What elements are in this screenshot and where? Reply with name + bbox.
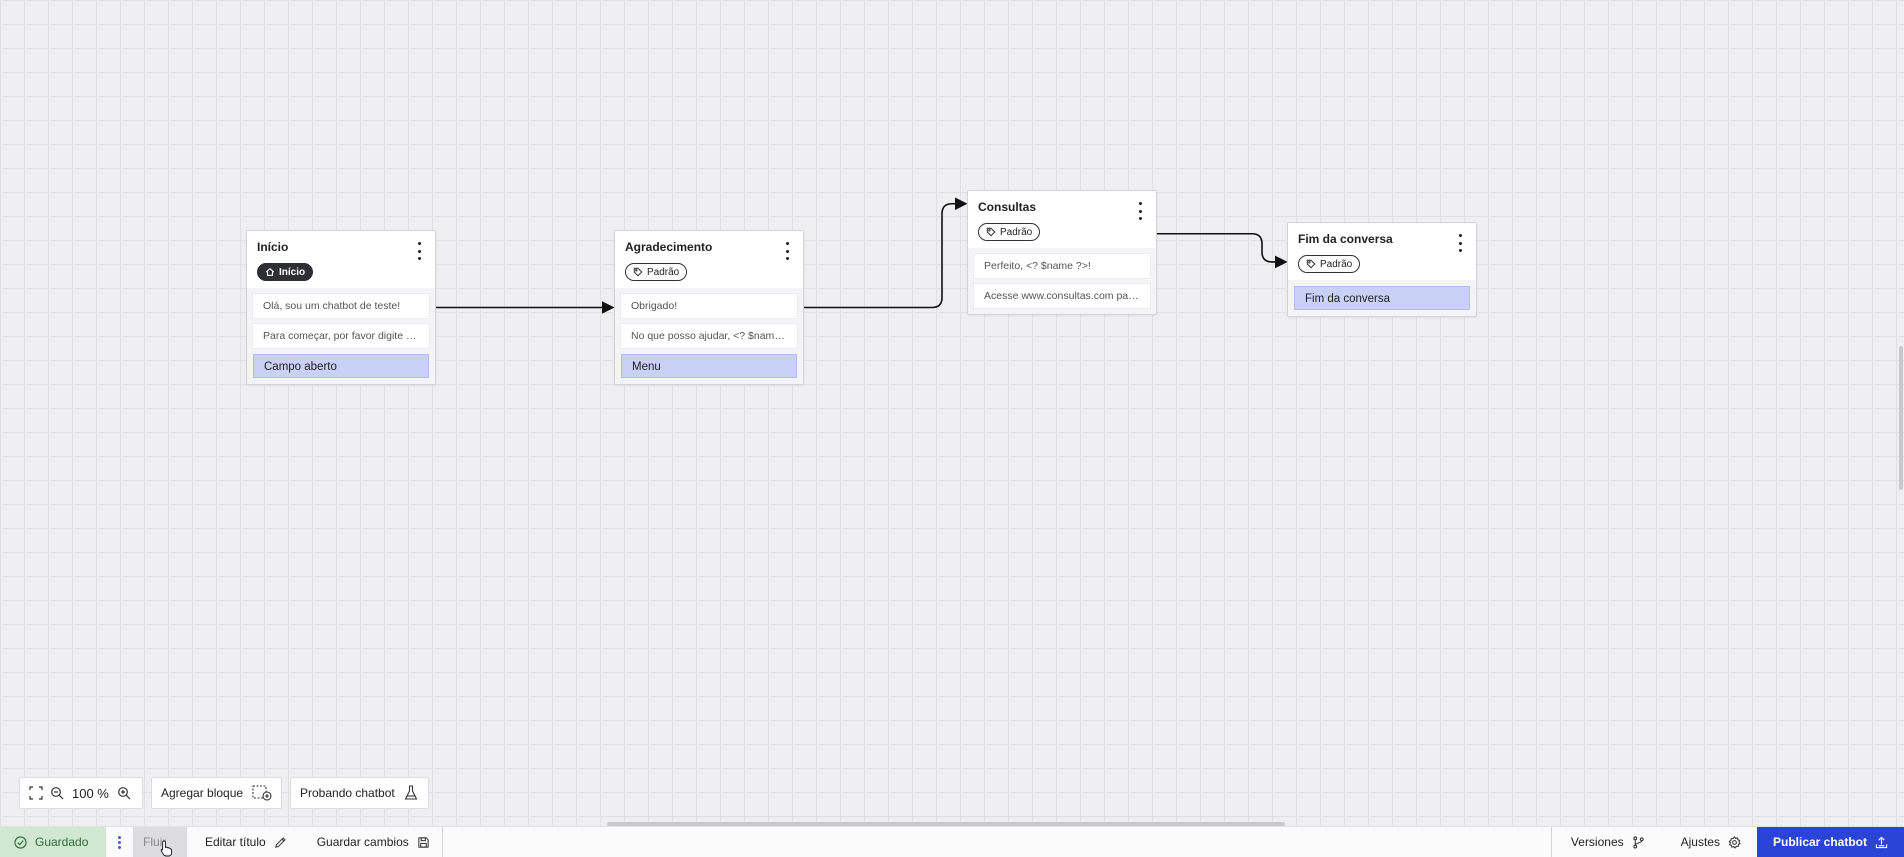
- block-title: Agradecimento: [625, 240, 713, 254]
- block-tag: Padrão: [625, 263, 688, 281]
- add-block-icon: [252, 785, 272, 801]
- flow-block-fim-da-conversa[interactable]: Fim da conversa Padrão Fim da conversa: [1287, 222, 1477, 317]
- block-menu-button[interactable]: [1134, 202, 1146, 220]
- block-action[interactable]: Menu: [621, 354, 797, 378]
- zoom-level: 100 %: [72, 785, 109, 801]
- branch-icon: [1632, 835, 1644, 849]
- tag-icon: [986, 227, 996, 237]
- flow-block-inicio[interactable]: Início Início Olá, sou um chatbot de tes…: [246, 230, 436, 385]
- block-header: Fim da conversa Padrão: [1288, 223, 1476, 280]
- block-action[interactable]: Campo aberto: [253, 354, 429, 378]
- settings-button[interactable]: Ajustes: [1665, 827, 1757, 857]
- block-tag: Padrão: [978, 223, 1041, 241]
- save-status: Guardado: [0, 827, 106, 857]
- block-tag: Padrão: [1298, 255, 1361, 273]
- block-menu-button[interactable]: [1454, 234, 1466, 252]
- flow-block-consultas[interactable]: Consultas Padrão Perfeito, <? $name ?>! …: [967, 190, 1157, 315]
- publish-chatbot-button[interactable]: Publicar chatbot: [1756, 827, 1904, 857]
- pencil-icon: [274, 836, 286, 848]
- zoom-in-icon[interactable]: [116, 785, 132, 801]
- block-action[interactable]: Fim da conversa: [1294, 286, 1470, 310]
- kebab-icon: [118, 835, 121, 849]
- message-item[interactable]: Para começar, por favor digite o seu nom…: [253, 324, 429, 348]
- gear-icon: [1728, 835, 1741, 849]
- home-icon: [265, 267, 275, 276]
- tab-fluir[interactable]: Fluir: [133, 827, 187, 857]
- block-header: Agradecimento Padrão: [615, 231, 803, 288]
- tag-icon: [1306, 259, 1316, 269]
- bottom-toolbar: Guardado Fluir Editar título Guardar cam…: [0, 826, 1904, 857]
- tag-icon: [633, 267, 643, 277]
- test-chatbot-button[interactable]: Probando chatbot: [290, 777, 429, 809]
- more-options-button[interactable]: [106, 827, 133, 857]
- edit-title-button[interactable]: Editar título: [187, 827, 301, 857]
- vertical-scrollbar[interactable]: [1899, 346, 1903, 490]
- block-title: Início: [257, 240, 289, 254]
- check-circle-icon: [14, 835, 27, 849]
- flow-canvas[interactable]: Início Início Olá, sou um chatbot de tes…: [0, 0, 1904, 822]
- block-title: Fim da conversa: [1298, 232, 1393, 246]
- connection-agradecimento-to-consultas[interactable]: [804, 197, 968, 309]
- save-changes-button[interactable]: Guardar cambios: [301, 827, 442, 857]
- versions-button[interactable]: Versiones: [1552, 827, 1665, 857]
- test-chatbot-label: Probando chatbot: [300, 786, 395, 800]
- block-tag: Início: [257, 263, 314, 281]
- horizontal-scrollbar[interactable]: [607, 822, 1285, 826]
- connection-consultas-to-fim[interactable]: [1157, 232, 1288, 269]
- connections-layer: [436, 197, 1288, 314]
- block-title: Consultas: [978, 200, 1037, 214]
- message-item[interactable]: Acesse www.consultas.com para agendar: [974, 284, 1150, 308]
- mouse-cursor-icon: [160, 840, 172, 857]
- block-menu-button[interactable]: [413, 242, 425, 260]
- message-item[interactable]: Perfeito, <? $name ?>!: [974, 254, 1150, 278]
- fit-screen-icon[interactable]: [28, 785, 44, 801]
- block-header: Início Início: [247, 231, 435, 288]
- divider: [1550, 827, 1552, 857]
- add-block-label: Agregar bloque: [161, 786, 244, 800]
- floppy-icon: [418, 836, 429, 848]
- block-header: Consultas Padrão: [968, 191, 1156, 248]
- divider: [441, 827, 443, 857]
- add-block-button[interactable]: Agregar bloque: [151, 777, 282, 809]
- zoom-controls: 100 %: [19, 777, 143, 809]
- zoom-out-icon[interactable]: [49, 785, 65, 801]
- flask-icon: [403, 785, 419, 801]
- block-menu-button[interactable]: [781, 242, 793, 260]
- flow-block-agradecimento[interactable]: Agradecimento Padrão Obrigado! No que po…: [614, 230, 804, 385]
- publish-icon: [1875, 836, 1888, 848]
- message-item[interactable]: No que posso ajudar, <? $name ?>: [621, 324, 797, 348]
- message-item[interactable]: Obrigado!: [621, 294, 797, 318]
- message-item[interactable]: Olá, sou um chatbot de teste!: [253, 294, 429, 318]
